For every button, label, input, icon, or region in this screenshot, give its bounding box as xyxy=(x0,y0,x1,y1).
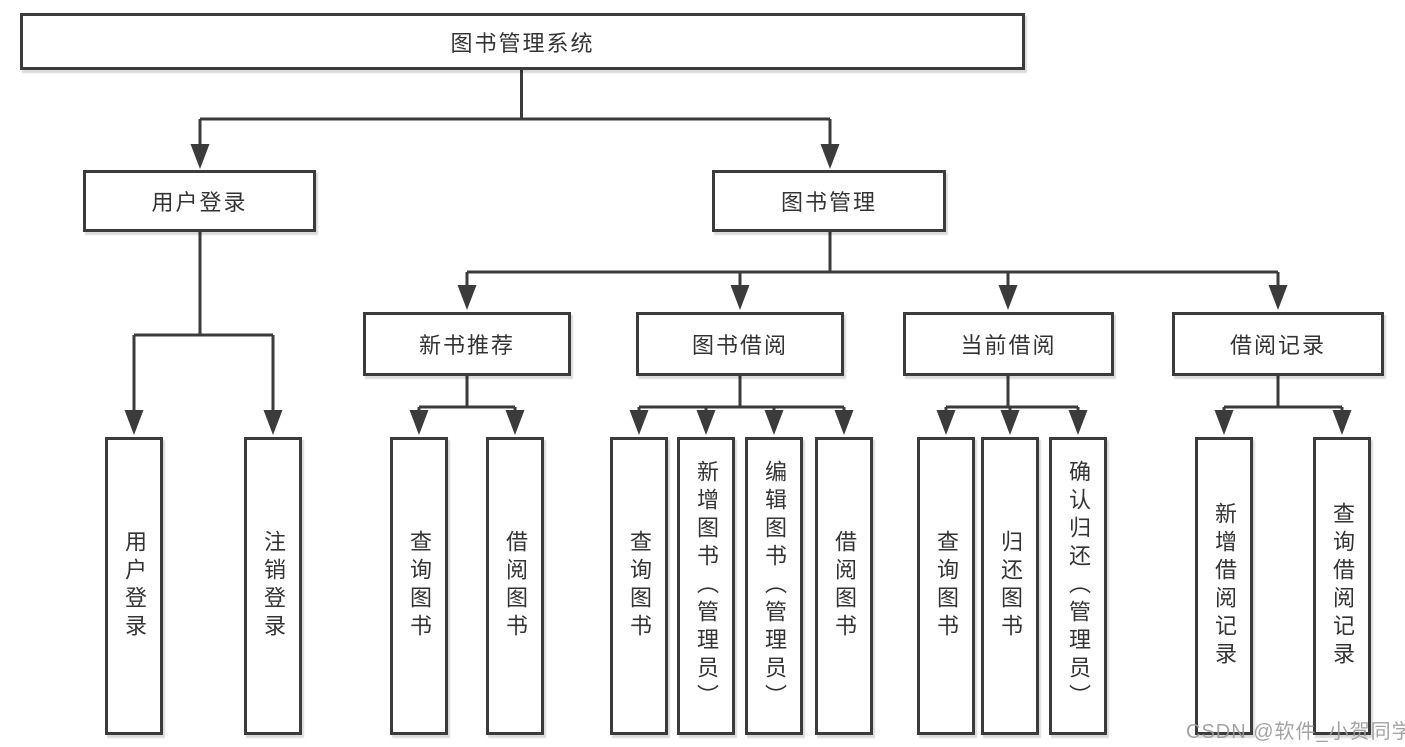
leaf-user-login-label: 用户登录 xyxy=(122,530,147,642)
leaf-borrow-books-recommend: 借阅图书 xyxy=(486,437,544,735)
node-borrow-records: 借阅记录 xyxy=(1172,312,1384,376)
leaf-query-books-recommend-label: 查询图书 xyxy=(407,530,432,642)
leaf-query-books-borrow-label: 查询图书 xyxy=(627,530,652,642)
node-book-management: 图书管理 xyxy=(712,170,946,232)
leaf-query-books-borrow: 查询图书 xyxy=(610,437,668,735)
leaf-query-books-current-label: 查询图书 xyxy=(934,530,959,642)
node-root: 图书管理系统 xyxy=(20,13,1025,70)
leaf-edit-book-admin: 编辑图书（管理员） xyxy=(745,437,803,735)
leaf-add-book-admin-label: 新增图书（管理员） xyxy=(694,460,719,712)
leaf-borrow-books-borrow-label: 借阅图书 xyxy=(832,530,857,642)
arrowheads xyxy=(124,144,1352,435)
leaf-return-book: 归还图书 xyxy=(981,437,1039,735)
leaf-add-book-admin: 新增图书（管理员） xyxy=(677,437,735,735)
node-book-borrow: 图书借阅 xyxy=(636,312,844,376)
node-user-login: 用户登录 xyxy=(83,170,316,232)
leaf-add-borrow-record: 新增借阅记录 xyxy=(1195,437,1253,735)
leaf-borrow-books-recommend-label: 借阅图书 xyxy=(503,530,528,642)
leaf-confirm-return-admin: 确认归还（管理员） xyxy=(1049,437,1107,735)
watermark: CSDN @软件_小贺同学 xyxy=(1186,721,1405,743)
leaf-user-login: 用户登录 xyxy=(105,437,163,735)
leaf-query-borrow-record: 查询借阅记录 xyxy=(1313,437,1371,735)
leaf-query-books-recommend: 查询图书 xyxy=(390,437,448,735)
leaf-add-borrow-record-label: 新增借阅记录 xyxy=(1212,502,1237,670)
leaf-logout: 注销登录 xyxy=(244,437,302,735)
node-new-book-recommend: 新书推荐 xyxy=(363,312,571,376)
node-current-borrow: 当前借阅 xyxy=(903,312,1114,376)
leaf-logout-label: 注销登录 xyxy=(261,530,286,642)
leaf-confirm-return-admin-label: 确认归还（管理员） xyxy=(1066,460,1091,712)
leaf-return-book-label: 归还图书 xyxy=(998,530,1023,642)
leaf-query-books-current: 查询图书 xyxy=(917,437,975,735)
leaf-borrow-books-borrow: 借阅图书 xyxy=(815,437,873,735)
leaf-query-borrow-record-label: 查询借阅记录 xyxy=(1330,502,1355,670)
leaf-edit-book-admin-label: 编辑图书（管理员） xyxy=(762,460,787,712)
